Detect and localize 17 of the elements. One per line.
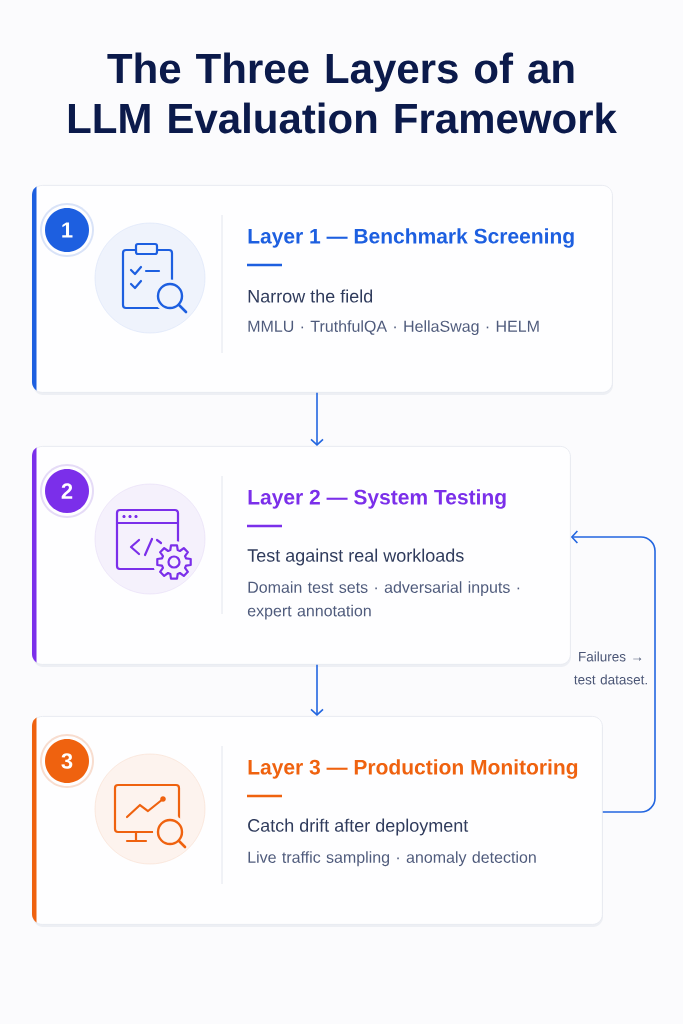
card-heading: Layer 1 — Benchmark Screening: [248, 228, 574, 248]
number-badge: 2: [40, 464, 94, 518]
subtitle: Test against real workloads: [247, 548, 464, 566]
edge-label: Failures → test dataset.: [572, 650, 650, 686]
card-heading: Layer 2 — System Testing: [248, 489, 506, 509]
detail-text: Domain test sets · adversarial inputs · expert annotation: [247, 581, 520, 620]
arrow: [570, 530, 656, 813]
detail-text: MMLU · TruthfulQA · HellaSwag · HELM: [248, 320, 539, 336]
subtitle: Narrow the field: [248, 289, 373, 303]
arrow: [310, 392, 324, 446]
title: The Three Layers of an LLM Evaluation Framework: [68, 52, 617, 134]
arrow: [310, 664, 324, 716]
number-badge: 3: [40, 734, 94, 788]
subtitle: Catch drift after deployment: [248, 818, 469, 836]
detail-text: Live traffic sampling · anomaly detection: [248, 851, 536, 867]
number-badge: 1: [40, 203, 94, 257]
card-heading: Layer 3 — Production Monitoring: [248, 759, 578, 779]
